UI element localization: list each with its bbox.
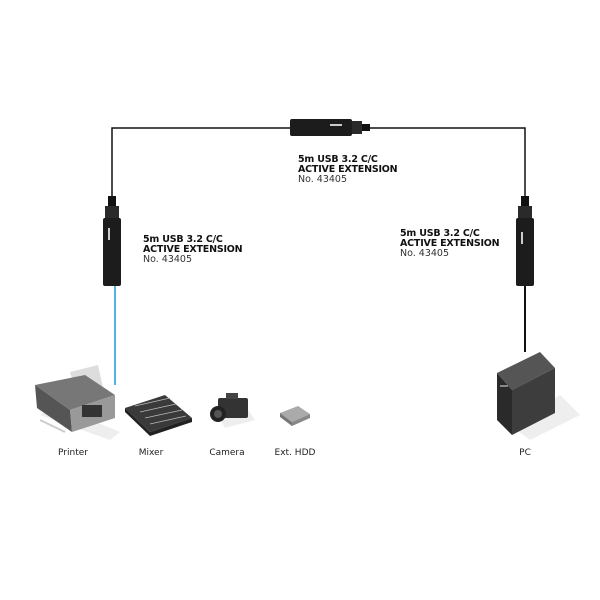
extension-subtitle: ACTIVE EXTENSION [298, 164, 398, 175]
cable [111, 127, 526, 205]
device-label-printer: Printer [58, 448, 88, 458]
extender-left [103, 196, 121, 286]
device-label-mixer: Mixer [138, 448, 164, 458]
extension-title: 5m USB 3.2 C/C [400, 228, 480, 239]
pc-icon [497, 352, 580, 440]
extension-number: No. 43405 [298, 174, 348, 185]
extender-right [516, 196, 534, 286]
extension-subtitle: ACTIVE EXTENSION [400, 238, 500, 249]
extension-number: No. 43405 [143, 254, 193, 265]
device-label-hdd: Ext. HDD [274, 448, 316, 458]
extension-label-top: 5m USB 3.2 C/C ACTIVE EXTENSION No. 4340… [298, 154, 398, 185]
camera-icon [210, 393, 255, 428]
extension-title: 5m USB 3.2 C/C [143, 234, 223, 245]
hdd-icon [280, 406, 310, 426]
extension-label-right: 5m USB 3.2 C/C ACTIVE EXTENSION No. 4340… [400, 228, 500, 259]
extension-title: 5m USB 3.2 C/C [298, 154, 378, 165]
host-label-pc: PC [519, 448, 531, 458]
mixer-icon [125, 395, 192, 436]
extension-label-left: 5m USB 3.2 C/C ACTIVE EXTENSION No. 4340… [143, 234, 243, 265]
extender-top [290, 119, 370, 136]
extension-number: No. 43405 [400, 248, 450, 259]
extension-subtitle: ACTIVE EXTENSION [143, 244, 243, 255]
device-label-camera: Camera [209, 448, 245, 458]
printer-icon [35, 365, 120, 440]
